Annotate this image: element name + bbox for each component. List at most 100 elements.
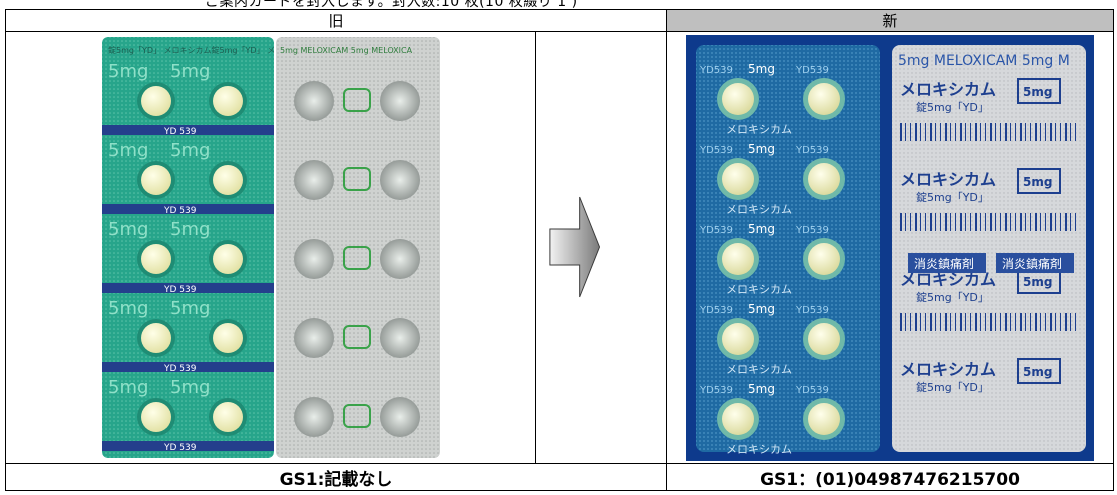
barcode-bar: [955, 123, 956, 141]
barcode-bar: [950, 313, 951, 331]
barcode-bar: [980, 123, 981, 141]
dose-label: 5mg: [170, 219, 210, 240]
barcode-bar: [1030, 213, 1031, 231]
barcode-bar: [945, 313, 947, 331]
dose-label: 5mg: [748, 62, 775, 76]
dose-box: [1017, 168, 1061, 194]
brand-name: メロキシカム: [900, 360, 996, 379]
barcode-bar: [1060, 123, 1061, 141]
tablet: [141, 86, 171, 116]
barcode-bar: [980, 313, 981, 331]
tablet: [722, 403, 754, 435]
foil-cavity: [294, 318, 334, 358]
barcode-bar: [1060, 313, 1061, 331]
barcode-bar: [1035, 213, 1037, 231]
barcode-bar: [1020, 123, 1022, 141]
barcode-bar: [915, 213, 917, 231]
new-foil-title: 5mg MELOXICAM 5mg M: [898, 53, 1070, 69]
tablet: [808, 163, 840, 195]
tablet: [213, 244, 243, 274]
barcode-bar: [915, 123, 917, 141]
barcode-bar: [910, 313, 911, 331]
barcode-bar: [930, 213, 932, 231]
barcode-bar: [1040, 123, 1041, 141]
tablet: [141, 244, 171, 274]
code-label: YD539: [699, 385, 733, 396]
barcode-bar: [1070, 123, 1071, 141]
barcode-bar: [1010, 123, 1011, 141]
barcode-bar: [915, 313, 917, 331]
old-gs1-label: GS1:記載なし: [5, 463, 667, 491]
foil-cavity: [294, 160, 334, 200]
barcode-bar: [1025, 213, 1026, 231]
code-label: YD 539: [163, 364, 197, 374]
dose-label: 5mg: [170, 377, 210, 398]
tablet: [213, 165, 243, 195]
barcode-bar: [940, 123, 941, 141]
barcode-bar: [960, 213, 962, 231]
barcode-bar: [950, 123, 951, 141]
foil-cavity: [294, 81, 334, 121]
barcode-bar: [1065, 213, 1067, 231]
barcode-bar: [1070, 313, 1071, 331]
foil-cavity: [380, 81, 420, 121]
code-label: YD539: [795, 305, 829, 316]
barcode-bar: [990, 213, 992, 231]
barcode-bar: [975, 123, 977, 141]
tablet: [141, 402, 171, 432]
dose-label: 5mg: [108, 140, 148, 161]
barcode-bar: [1000, 213, 1001, 231]
barcode-bar: [1065, 123, 1067, 141]
code-label: YD 539: [163, 127, 197, 137]
old-image-cell: 錠5mg「YD」 メロキシカム錠5mg「YD」 メロキシカム 5mg 5mg YD …: [5, 31, 536, 464]
code-label: YD539: [795, 385, 829, 396]
tablet: [808, 243, 840, 275]
barcode-bar: [995, 213, 996, 231]
tablet: [141, 323, 171, 353]
tablet: [213, 402, 243, 432]
dose-box: [1017, 358, 1061, 384]
barcode-bar: [1050, 213, 1052, 231]
foil-stamp: [343, 88, 371, 112]
barcode-bar: [990, 313, 992, 331]
code-label: YD 539: [163, 443, 197, 453]
barcode-bar: [1020, 213, 1022, 231]
barcode-bar: [1040, 213, 1041, 231]
barcode-bar: [925, 123, 926, 141]
dose-label: 5mg: [748, 302, 775, 316]
brand-name: メロキシカム: [900, 170, 996, 189]
barcode-bar: [985, 123, 986, 141]
right-arrow-icon: [549, 196, 601, 298]
barcode-bar: [995, 123, 996, 141]
code-label: YD539: [699, 225, 733, 236]
barcode-bar: [930, 313, 932, 331]
dose-label: 5mg: [1023, 85, 1052, 99]
blue-band: [102, 441, 274, 451]
barcode-bar: [905, 123, 906, 141]
tablet: [722, 83, 754, 115]
foil-top-text: 5mg MELOXICAM 5mg MELOXICA: [280, 46, 413, 55]
barcode-bar: [970, 213, 971, 231]
dose-label: 5mg: [108, 219, 148, 240]
barcode-bar: [945, 213, 947, 231]
barcode-bar: [900, 123, 902, 141]
strip-top-text: 錠5mg「YD」 メロキシカム錠5mg「YD」 メロキシカム: [108, 45, 315, 55]
barcode-bar: [925, 213, 926, 231]
barcode-bar: [905, 213, 906, 231]
barcode-bar: [1020, 313, 1022, 331]
barcode-bar: [1045, 213, 1046, 231]
barcode-bar: [970, 123, 971, 141]
tablet: [722, 163, 754, 195]
barcode-bar: [900, 213, 902, 231]
barcode-bar: [910, 123, 911, 141]
code-label: YD539: [795, 145, 829, 156]
barcode-bar: [1065, 313, 1067, 331]
foil-stamp: [343, 325, 371, 349]
barcode-bar: [1025, 123, 1026, 141]
tablet: [722, 243, 754, 275]
code-label: YD539: [795, 65, 829, 76]
dose-label: 5mg: [108, 298, 148, 319]
dose-label: 5mg: [170, 61, 210, 82]
tablet: [141, 165, 171, 195]
